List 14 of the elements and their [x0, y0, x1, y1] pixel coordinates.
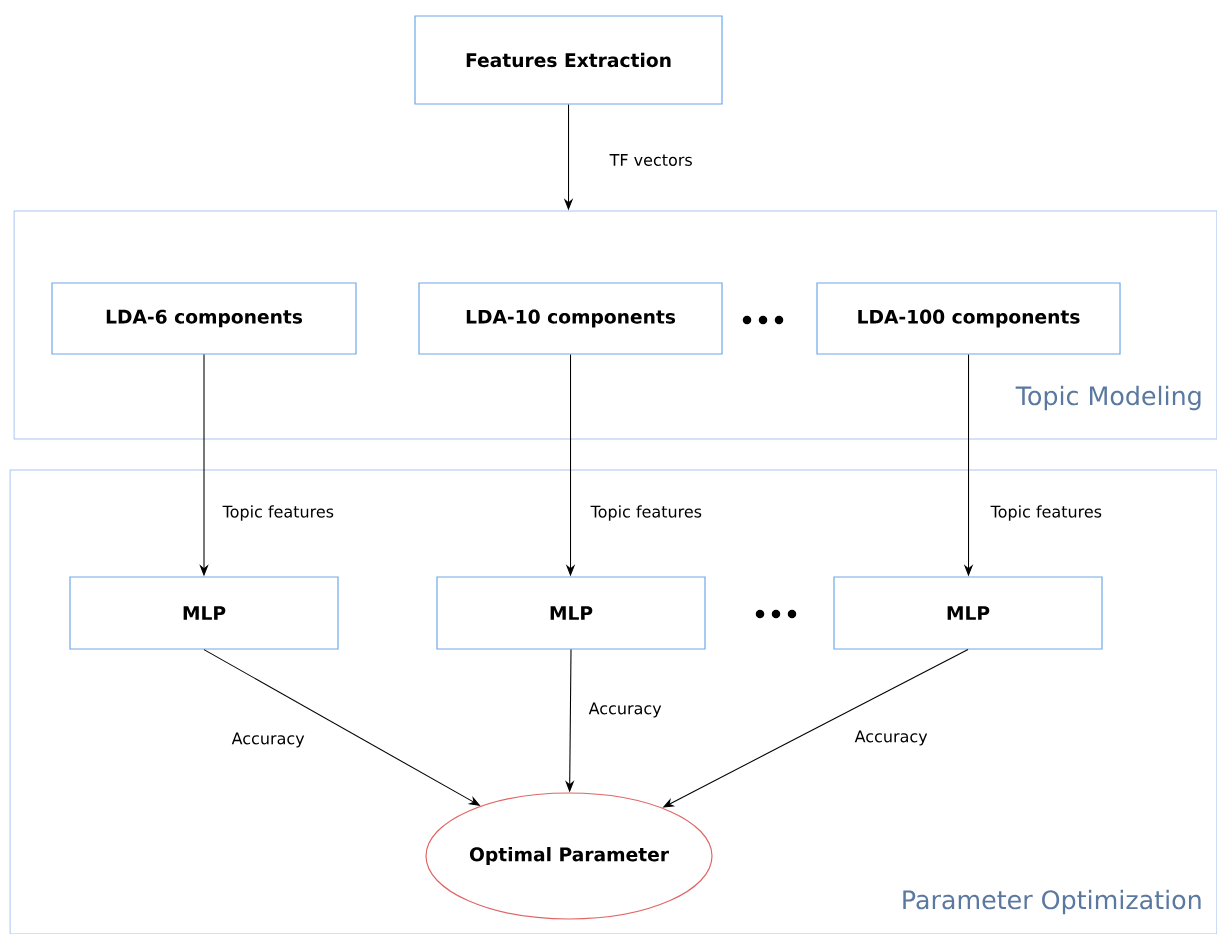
process-box: MLP — [69, 576, 339, 650]
process-box: LDA-10 components — [418, 282, 723, 355]
edge-label: Accuracy — [230, 731, 306, 749]
edge-label: Topic features — [221, 503, 336, 523]
process-box: Features Extraction — [414, 15, 723, 105]
process-box: MLP — [833, 576, 1103, 650]
process-box: LDA-6 components — [51, 282, 357, 355]
edge-label: Accuracy — [853, 729, 929, 747]
process-box: LDA-100 components — [816, 282, 1121, 355]
edge-label: TF vectors — [608, 152, 695, 168]
edge-label: Topic features — [589, 503, 704, 523]
process-box: MLP — [436, 576, 706, 650]
edge-label: Accuracy — [587, 701, 663, 719]
edge-label: Topic features — [989, 503, 1104, 523]
